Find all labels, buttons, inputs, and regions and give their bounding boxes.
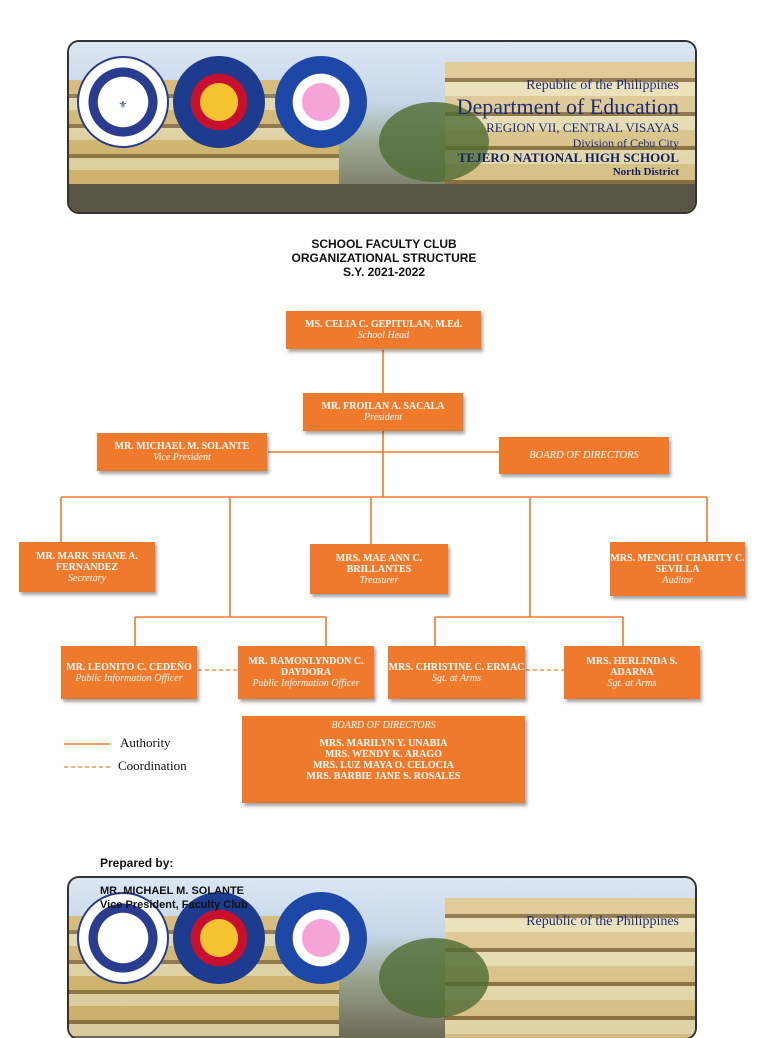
org-box-board-of-directors: BOARD OF DIRECTORS MRS. MARILYN Y. UNABI… [242,716,525,803]
board-member: MRS. BARBIE JANE S. ROSALES [306,771,461,782]
board-label: BOARD OF DIRECTORS [529,450,639,461]
tejero-nhs-logo [275,56,367,148]
deped-seal-logo [77,892,169,984]
org-box-sgt-1: MRS. CHRISTINE C. ERMAC Sgt. at Arms [388,646,525,699]
title-line3: S.Y. 2021-2022 [342,265,426,279]
header-department: Department of Education [456,94,679,119]
sgt1-role: Sgt. at Arms [432,672,481,684]
footer-header-republic: Republic of the Philippines [526,914,679,929]
header-republic: Republic of the Philippines [526,78,679,93]
deped-seal-logo: ⚜ [77,56,169,148]
preparer-name: MR. MICHAEL M. SOLANTE [100,885,245,897]
sgt2-name: MRS. HERLINDA S. ADARNA [586,656,678,678]
prepared-by-label: Prepared by: [100,856,174,870]
auditor-role: Auditor [662,574,693,586]
secretary-name: MR. MARK SHANE A. FERNANDEZ [36,550,138,573]
svg-text:⚜: ⚜ [119,100,128,111]
org-box-secretary: MR. MARK SHANE A. FERNANDEZ Secretary [19,542,155,592]
division-of-cebu-city-logo [173,892,265,984]
sgt1-name: MRS. CHRISTINE C. ERMAC [388,661,525,673]
board-member: MRS. MARILYN Y. UNABIA [319,738,448,749]
tree [379,102,489,182]
board-title: BOARD OF DIRECTORS [331,720,436,731]
sgt2-role: Sgt. at Arms [607,678,657,689]
legend-authority-label: Authority [120,735,171,750]
secretary-role: Secretary [68,572,106,584]
auditor-name: MRS. MENCHU CHARITY C. SEVILLA [610,552,745,575]
preparer-position: Vice President, Faculty Club [100,899,248,911]
header-banner: ⚜ Republic of the Philippines Department… [69,42,695,212]
header-region: REGION VII, CENTRAL VISAYAS [486,120,679,135]
header-district: North District [612,166,679,178]
header-division: Division of Cebu City [572,136,679,150]
title-line2: ORGANIZATIONAL STRUCTURE [291,251,477,265]
tree [379,938,489,1018]
title-line1: SCHOOL FACULTY CLUB [311,237,457,251]
pio1-name: MR. LEONITO C. CEDEÑO [66,661,192,673]
pio2-role: Public Information Officer [252,678,360,689]
org-box-treasurer: MRS. MAE ANN C. BRILLANTES Treasurer [310,544,448,594]
board-member: MRS. WENDY K. ARAGO [325,749,442,760]
tejero-nhs-logo [275,892,367,984]
org-box-pio-2: MR. RAMONLYNDON C. DAYDORA Public Inform… [238,646,374,699]
org-box-pio-1: MR. LEONITO C. CEDEÑO Public Information… [61,646,197,699]
org-box-auditor: MRS. MENCHU CHARITY C. SEVILLA Auditor [610,542,745,596]
org-box-vice-president: MR. MICHAEL M. SOLANTE Vice President [97,433,267,471]
header-school: TEJERO NATIONAL HIGH SCHOOL [457,150,679,165]
vice-president-role: Vice President [153,452,211,463]
org-box-school-head: MS. CELIA C. GEPITULAN, M.Ed. School Hea… [286,311,481,349]
treasurer-name: MRS. MAE ANN C. BRILLANTES [335,552,423,575]
board-member: MRS. LUZ MAYA O. CELOCIA [313,760,454,771]
org-box-president: MR. FROILAN A. SACALA President [303,393,463,431]
division-of-cebu-city-logo [173,56,265,148]
legend-coordination-label: Coordination [118,758,187,773]
org-box-board-of-directors-label: BOARD OF DIRECTORS [499,437,669,474]
ground [69,184,695,212]
school-head-name: MS. CELIA C. GEPITULAN, M.Ed. [305,319,462,330]
pio2-name: MR. RAMONLYNDON C. DAYDORA [248,656,364,678]
footer-banner: Republic of the Philippines [69,878,695,1038]
school-head-role: School Head [357,330,410,341]
vice-president-name: MR. MICHAEL M. SOLANTE [114,441,250,452]
org-box-sgt-2: MRS. HERLINDA S. ADARNA Sgt. at Arms [564,646,700,699]
pio1-role: Public Information Officer [75,672,183,684]
president-role: President [364,412,402,423]
president-name: MR. FROILAN A. SACALA [321,401,445,412]
treasurer-role: Treasurer [359,574,399,586]
